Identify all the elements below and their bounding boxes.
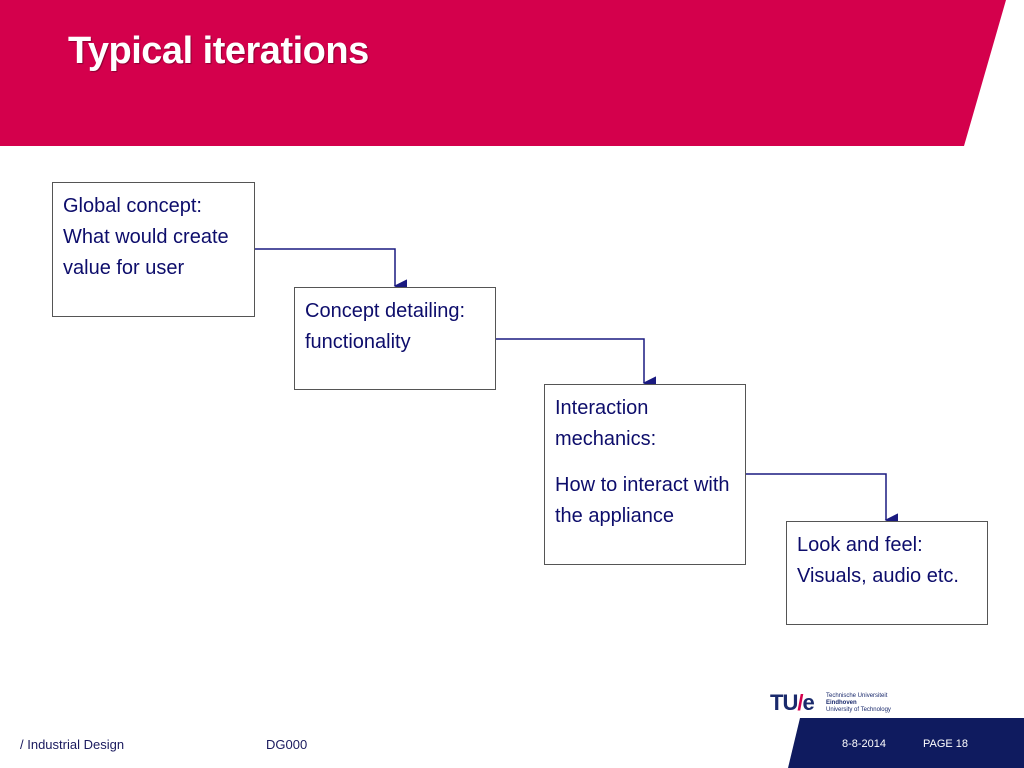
step-box-global-concept: Global concept: What would create value … (52, 182, 255, 317)
step-text: How to interact with the appliance (555, 474, 730, 527)
header-band (0, 0, 1006, 146)
logo-mark: TU/e (770, 690, 815, 715)
step-text: Global concept: What would create value … (63, 195, 229, 279)
step-box-interaction-mechanics: Interaction mechanics: How to interact w… (544, 384, 746, 565)
footer-course-code: DG000 (266, 737, 308, 752)
slide-title: Typical iterations (68, 30, 369, 72)
step-box-look-and-feel: Look and feel: Visuals, audio etc. (786, 521, 988, 625)
connector-3-to-4 (746, 473, 899, 527)
connector-2-to-3 (496, 338, 657, 390)
connector-1-to-2 (255, 248, 408, 293)
logo-wordmark: Technische Universiteit Eindhoven Univer… (826, 693, 891, 713)
footer-department: / Industrial Design (20, 737, 125, 752)
step-text: Interaction mechanics: (555, 397, 657, 450)
step-text: Concept detailing: functionality (305, 300, 466, 353)
footer-date: 8-8-2014 (842, 738, 887, 750)
step-box-concept-detailing: Concept detailing: functionality (294, 287, 496, 390)
footer-page-number: PAGE 18 (923, 738, 969, 750)
step-text: Look and feel: Visuals, audio etc. (797, 534, 959, 587)
